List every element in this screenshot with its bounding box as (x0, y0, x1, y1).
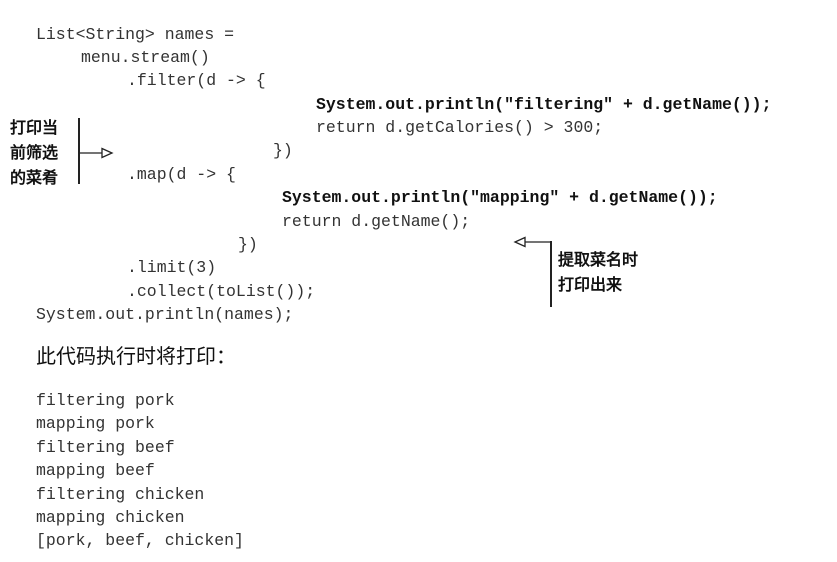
right-arrow-icon (513, 236, 550, 248)
code-line-11: .limit(3) (127, 258, 217, 277)
code-line-12: .collect(toList()); (127, 282, 316, 301)
code-line-2: menu.stream() (81, 48, 210, 67)
output-line-3: filtering beef (36, 438, 175, 457)
output-line-1: filtering pork (36, 391, 175, 410)
code-line-4: System.out.println("filtering" + d.getNa… (316, 95, 772, 114)
code-line-9: return d.getName(); (282, 212, 471, 231)
code-line-8: System.out.println("mapping" + d.getName… (282, 188, 718, 207)
code-line-13: System.out.println(names); (36, 305, 294, 324)
prose-intro: 此代码执行时将打印： (36, 344, 236, 368)
code-line-1: List<String> names = (36, 25, 235, 44)
left-arrow-icon (78, 147, 114, 159)
left-bracket-line (78, 118, 80, 184)
output-line-5: filtering chicken (36, 485, 205, 504)
code-line-7: .map(d -> { (127, 165, 236, 184)
left-note-line-2: 前筛选 (10, 143, 59, 162)
code-line-6: }) (273, 141, 293, 160)
right-note-line-2: 打印出来 (558, 275, 623, 294)
code-line-5: return d.getCalories() > 300; (316, 118, 604, 137)
right-note-line-1: 提取菜名时 (558, 250, 639, 269)
left-note-line-3: 的菜肴 (10, 168, 59, 187)
output-line-2: mapping pork (36, 414, 155, 433)
output-line-6: mapping chicken (36, 508, 185, 527)
left-note-line-1: 打印当 (10, 118, 59, 137)
code-line-3: .filter(d -> { (127, 71, 266, 90)
right-bracket-line (550, 241, 552, 307)
output-line-4: mapping beef (36, 461, 155, 480)
output-line-7: [pork, beef, chicken] (36, 531, 244, 550)
code-line-10: }) (238, 235, 258, 254)
